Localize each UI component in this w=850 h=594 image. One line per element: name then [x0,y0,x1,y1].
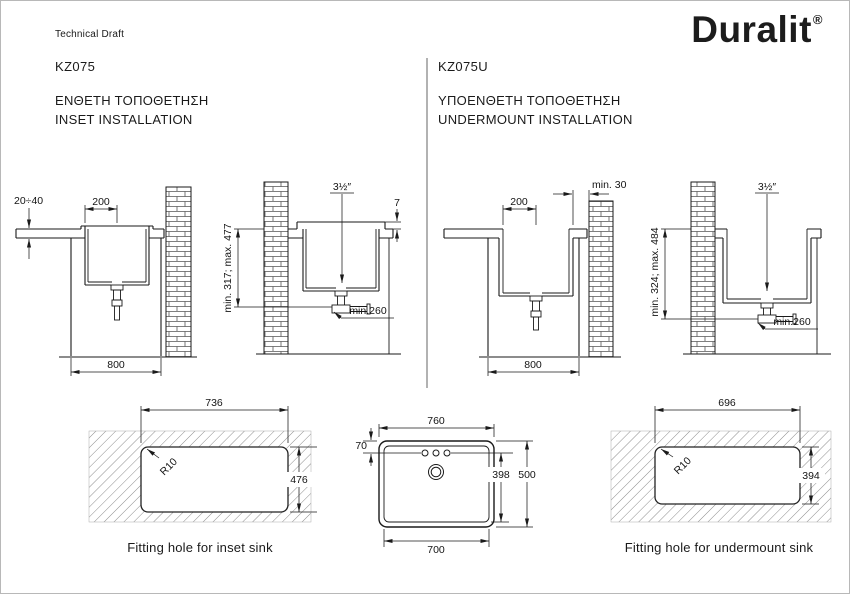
inset-title-english: INSET INSTALLATION [55,112,193,127]
brick-wall [690,181,716,355]
undermount-title-greek: ΥΠΟΕΝΘΕΤΗ ΤΟΠΟΘΕΤΗΣΗ [438,93,621,108]
dim-undermount-height-range: min. 324; max. 484 [649,227,661,316]
sink-bowl-outer [302,229,380,292]
inset-title-block: ΕΝΘΕΤΗ ΤΟΠΟΘΕΤΗΣΗ INSET INSTALLATION [55,91,209,129]
dim-undermount-hole-height: 394 [802,470,820,482]
undermount-title-block: ΥΠΟΕΝΘΕΤΗ ΤΟΠΟΘΕΤΗΣΗ UNDERMOUNT INSTALLA… [438,91,633,129]
dim-undermount-hole-width: 696 [718,397,736,409]
inset-side-view [256,181,401,355]
undermount-title-english: UNDERMOUNT INSTALLATION [438,112,633,127]
hole-cutout [140,446,289,513]
inset-title-greek: ΕΝΘΕΤΗ ΤΟΠΟΘΕΤΗΣΗ [55,93,209,108]
brick-wall [263,181,289,355]
countertop [288,228,394,239]
sink-outline [378,440,495,528]
registered-mark: ® [812,12,823,27]
dim-inset-width: 800 [107,359,125,371]
inset-front-dimensions [26,205,162,376]
dim-inset-rim-height: 7 [394,197,400,209]
inset-front-view [15,186,197,358]
hole-cutout [654,446,801,505]
siphon-trap [331,290,371,315]
sink-top-view [363,424,540,547]
inset-hole-drawing [88,406,317,523]
brick-wall [165,186,192,358]
countertop [715,228,822,239]
inset-side-dimensions [234,192,401,320]
dim-topview-rim-offset: 70 [355,440,367,452]
dim-wall-gap: min. 30 [592,179,627,191]
sink-rim [296,221,386,229]
dim-inset-outlet: min.260 [349,305,387,317]
dim-inset-hole-height: 476 [290,474,308,486]
dim-topview-depth: 500 [518,469,536,481]
model-code-inset: KZ075 [55,59,96,74]
brand-name: Duralit [691,9,812,50]
undermount-side-view [683,181,831,355]
sink-bowl-outer [84,226,150,286]
dim-inset-height-range: min. 317; max. 477 [222,223,234,312]
brand-logo: Duralit® [691,9,823,51]
dim-inset-drain-size: 3½″ [333,181,352,193]
drain-pipe [529,295,543,331]
doc-type-label: Technical Draft [55,29,125,40]
inset-hole-caption: Fitting hole for inset sink [127,540,273,555]
cabinet-sides [70,238,162,356]
dim-undermount-drain-offset: 200 [510,196,528,208]
dim-topview-width: 760 [427,415,445,427]
undermount-front-view [443,200,621,358]
dim-undermount-drain-size: 3½″ [758,181,777,193]
drain-hole-outer [428,464,444,480]
undermount-side-dimensions [661,192,818,331]
faucet-hole [421,449,429,457]
sink-bowl-inner [726,229,808,300]
undermount-front-dimensions [487,190,609,376]
countertop [15,228,165,239]
brick-wall [588,200,614,358]
dim-undermount-width: 800 [524,359,542,371]
sink-bowl-inner [502,229,570,294]
dim-undermount-outlet: min.260 [773,316,811,328]
dim-inset-drain-offset: 200 [92,196,110,208]
faucet-hole [443,449,451,457]
undermount-hole-caption: Fitting hole for undermount sink [624,540,814,555]
undermount-hole-drawing [610,406,832,523]
cabinet-sides [487,238,580,356]
sink-bowl-inner [87,229,147,283]
sink-rim [80,225,154,229]
dim-inset-hole-width: 736 [205,397,223,409]
model-code-undermount: KZ075U [438,59,489,74]
sink-bowl-outer [498,238,574,297]
countertop [443,228,588,239]
faucet-hole [432,449,440,457]
dim-topview-bowl-depth: 398 [492,469,510,481]
sink-bowl-outer [722,238,812,304]
sink-bowl-edge [383,445,490,523]
dim-topview-bowl-width: 700 [427,544,445,556]
drain-hole-inner [430,466,442,478]
drain-pipe [110,284,124,321]
sink-bowl-inner [305,229,377,289]
dim-counter-thickness: 20÷40 [14,195,43,207]
